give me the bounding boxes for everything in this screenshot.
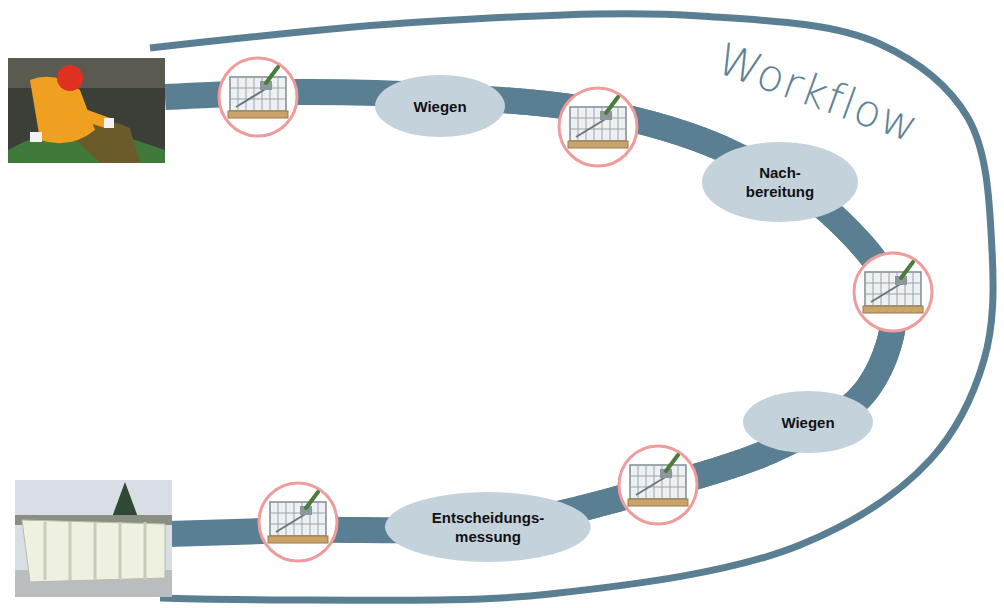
worker-photo: [8, 58, 165, 163]
workflow-band: [165, 92, 894, 534]
process-ellipse: Wiegen: [743, 391, 873, 453]
process-ellipse: Wiegen: [375, 75, 505, 137]
cage-icon: [219, 58, 297, 136]
outer-ring: [150, 14, 993, 601]
node-text: Wiegen: [413, 97, 466, 116]
cage-icon: [854, 253, 932, 331]
process-ellipse: Nach- bereitung: [702, 142, 858, 222]
node-text: Nach- bereitung: [730, 163, 830, 201]
cage-icon: [259, 483, 337, 561]
ellipse-outline: [385, 492, 591, 562]
ellipse-outline: [702, 142, 858, 222]
cage-icon: [559, 88, 637, 166]
node-text: Wiegen: [781, 413, 834, 432]
process-ellipse: Entscheidungs- messung: [385, 492, 591, 562]
container-photo: [15, 480, 172, 597]
flow-connector: [579, 450, 772, 509]
cage-icon: [619, 446, 697, 524]
node-text: Entscheidungs- messung: [420, 508, 555, 546]
flow-connector: [507, 100, 728, 151]
